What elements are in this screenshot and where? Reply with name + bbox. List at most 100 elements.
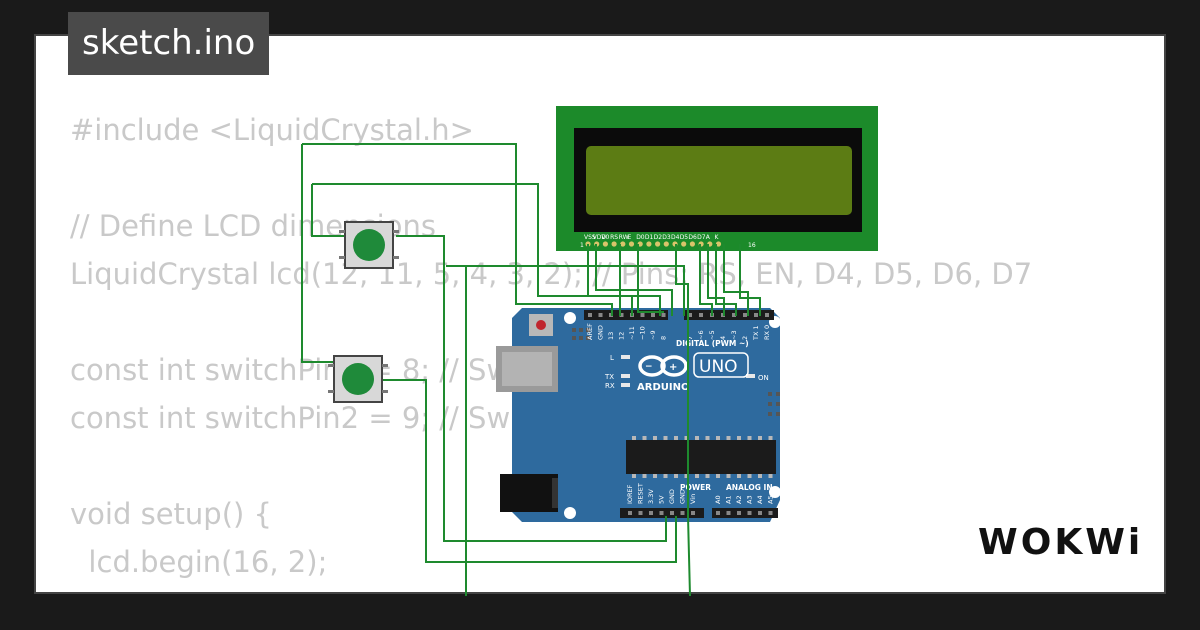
pushbutton-icon[interactable] <box>353 229 385 261</box>
header-pin[interactable] <box>743 313 747 317</box>
code-line: lcd.begin(16, 2); <box>70 545 328 579</box>
lcd-pin-label: D5 <box>680 234 689 241</box>
top-pin-label: AREF <box>586 323 594 340</box>
header-pin[interactable] <box>754 313 758 317</box>
lcd-pin[interactable] <box>611 241 617 247</box>
header-pin[interactable] <box>688 313 692 317</box>
power-pin-label: GND <box>679 489 687 504</box>
pushbutton-icon[interactable] <box>342 363 374 395</box>
file-title: sketch.ino <box>68 12 270 75</box>
header-pin[interactable] <box>680 511 685 515</box>
wire <box>446 265 685 316</box>
header-pin[interactable] <box>768 511 773 515</box>
lcd-pin-label: D0 <box>636 234 645 241</box>
top-pin-label: 13 <box>607 332 615 340</box>
wire <box>675 244 691 597</box>
lcd-pin[interactable] <box>602 241 609 247</box>
pushbutton-1[interactable] <box>339 221 399 269</box>
header-pin[interactable] <box>651 313 655 317</box>
top-pin-label: 12 <box>618 332 626 340</box>
top-pin-label: 4 <box>719 336 727 340</box>
header-pin[interactable] <box>619 313 624 317</box>
analog-pin-label: A1 <box>725 495 733 504</box>
header-pin[interactable] <box>628 511 632 515</box>
header-pin[interactable] <box>640 313 645 317</box>
wire <box>595 244 673 316</box>
power-pin-label: 5V <box>658 495 666 504</box>
wire <box>446 265 467 596</box>
power-pin-label: IOREF <box>626 484 634 504</box>
header-pin[interactable] <box>649 511 653 515</box>
header-pin[interactable] <box>747 511 752 515</box>
wire <box>302 143 613 316</box>
header-pin[interactable] <box>588 313 592 317</box>
top-pin-label: ~11 <box>628 326 636 340</box>
lcd-pin[interactable] <box>663 241 669 247</box>
svg-text:−: − <box>645 362 653 372</box>
wire <box>301 144 338 363</box>
analog-pin-label: A4 <box>756 495 764 504</box>
header-pin[interactable] <box>758 511 762 515</box>
header-pin[interactable] <box>737 511 741 515</box>
wire <box>637 244 664 313</box>
reset-button-icon[interactable] <box>529 314 553 336</box>
led-tx-label: TX <box>604 373 614 381</box>
header-pin[interactable] <box>638 511 643 515</box>
power-jack-icon[interactable] <box>500 474 558 512</box>
lcd-pin-label: D6 <box>688 234 697 241</box>
top-pin-label: ~9 <box>649 330 657 340</box>
wire <box>311 184 346 237</box>
top-pin-label: ~10 <box>639 326 647 340</box>
wire <box>587 244 633 316</box>
header-pin[interactable] <box>598 313 603 317</box>
top-pin-label: 8 <box>660 336 668 340</box>
digital-label: DIGITAL (PWM ~) <box>676 339 749 348</box>
svg-text:+: + <box>669 362 677 373</box>
lcd-pin[interactable] <box>689 241 696 247</box>
analog-pin-label: A3 <box>746 495 754 504</box>
analog-header[interactable] <box>712 508 778 518</box>
top-pin-label: RX 0 <box>763 325 771 340</box>
header-pin[interactable] <box>699 313 703 317</box>
top-pin-label: 7 <box>686 336 694 340</box>
led-l-label: L <box>610 354 614 362</box>
code-line: // Define LCD dimensions <box>70 209 436 243</box>
header-pin[interactable] <box>716 511 720 515</box>
pushbutton-2[interactable] <box>328 355 388 403</box>
arduino-model: UNO <box>699 357 738 377</box>
lcd-pin[interactable] <box>620 241 626 247</box>
lcd-pin-label: D4 <box>671 234 680 241</box>
header-pin[interactable] <box>732 313 736 317</box>
wire <box>699 244 713 316</box>
lcd-pin-label: D3 <box>662 234 671 241</box>
lcd-pin[interactable] <box>681 241 687 247</box>
arduino-brand: ARDUINO <box>637 382 689 393</box>
power-pin-label: RESET <box>637 483 645 504</box>
header-pin[interactable] <box>670 511 674 515</box>
lcd-pin[interactable] <box>628 241 635 247</box>
lcd-pin[interactable] <box>646 241 652 247</box>
lcd-pin[interactable] <box>655 241 661 247</box>
arduino-logo-icon <box>638 355 688 377</box>
wire <box>312 183 661 316</box>
top-pin-label: ~6 <box>697 330 705 340</box>
usb-port-icon[interactable] <box>496 346 558 392</box>
header-pin[interactable] <box>661 313 666 317</box>
code-line: void setup() { <box>70 497 272 531</box>
analog-pin-label: A0 <box>714 495 722 504</box>
lcd-pin-first-label: 1 <box>580 242 584 249</box>
lcd-pin-label: D7 <box>697 234 706 241</box>
header-pin[interactable] <box>765 313 769 317</box>
led-rx-label: RX <box>605 382 615 390</box>
header-pin[interactable] <box>659 511 664 515</box>
lcd-pin-label: K <box>715 234 720 241</box>
lcd-pin[interactable] <box>715 241 722 247</box>
wires[interactable] <box>301 143 761 597</box>
header-pin[interactable] <box>726 511 731 515</box>
wire <box>715 244 737 316</box>
header-pin[interactable] <box>691 511 695 515</box>
power-pin-label: GND <box>668 489 676 504</box>
